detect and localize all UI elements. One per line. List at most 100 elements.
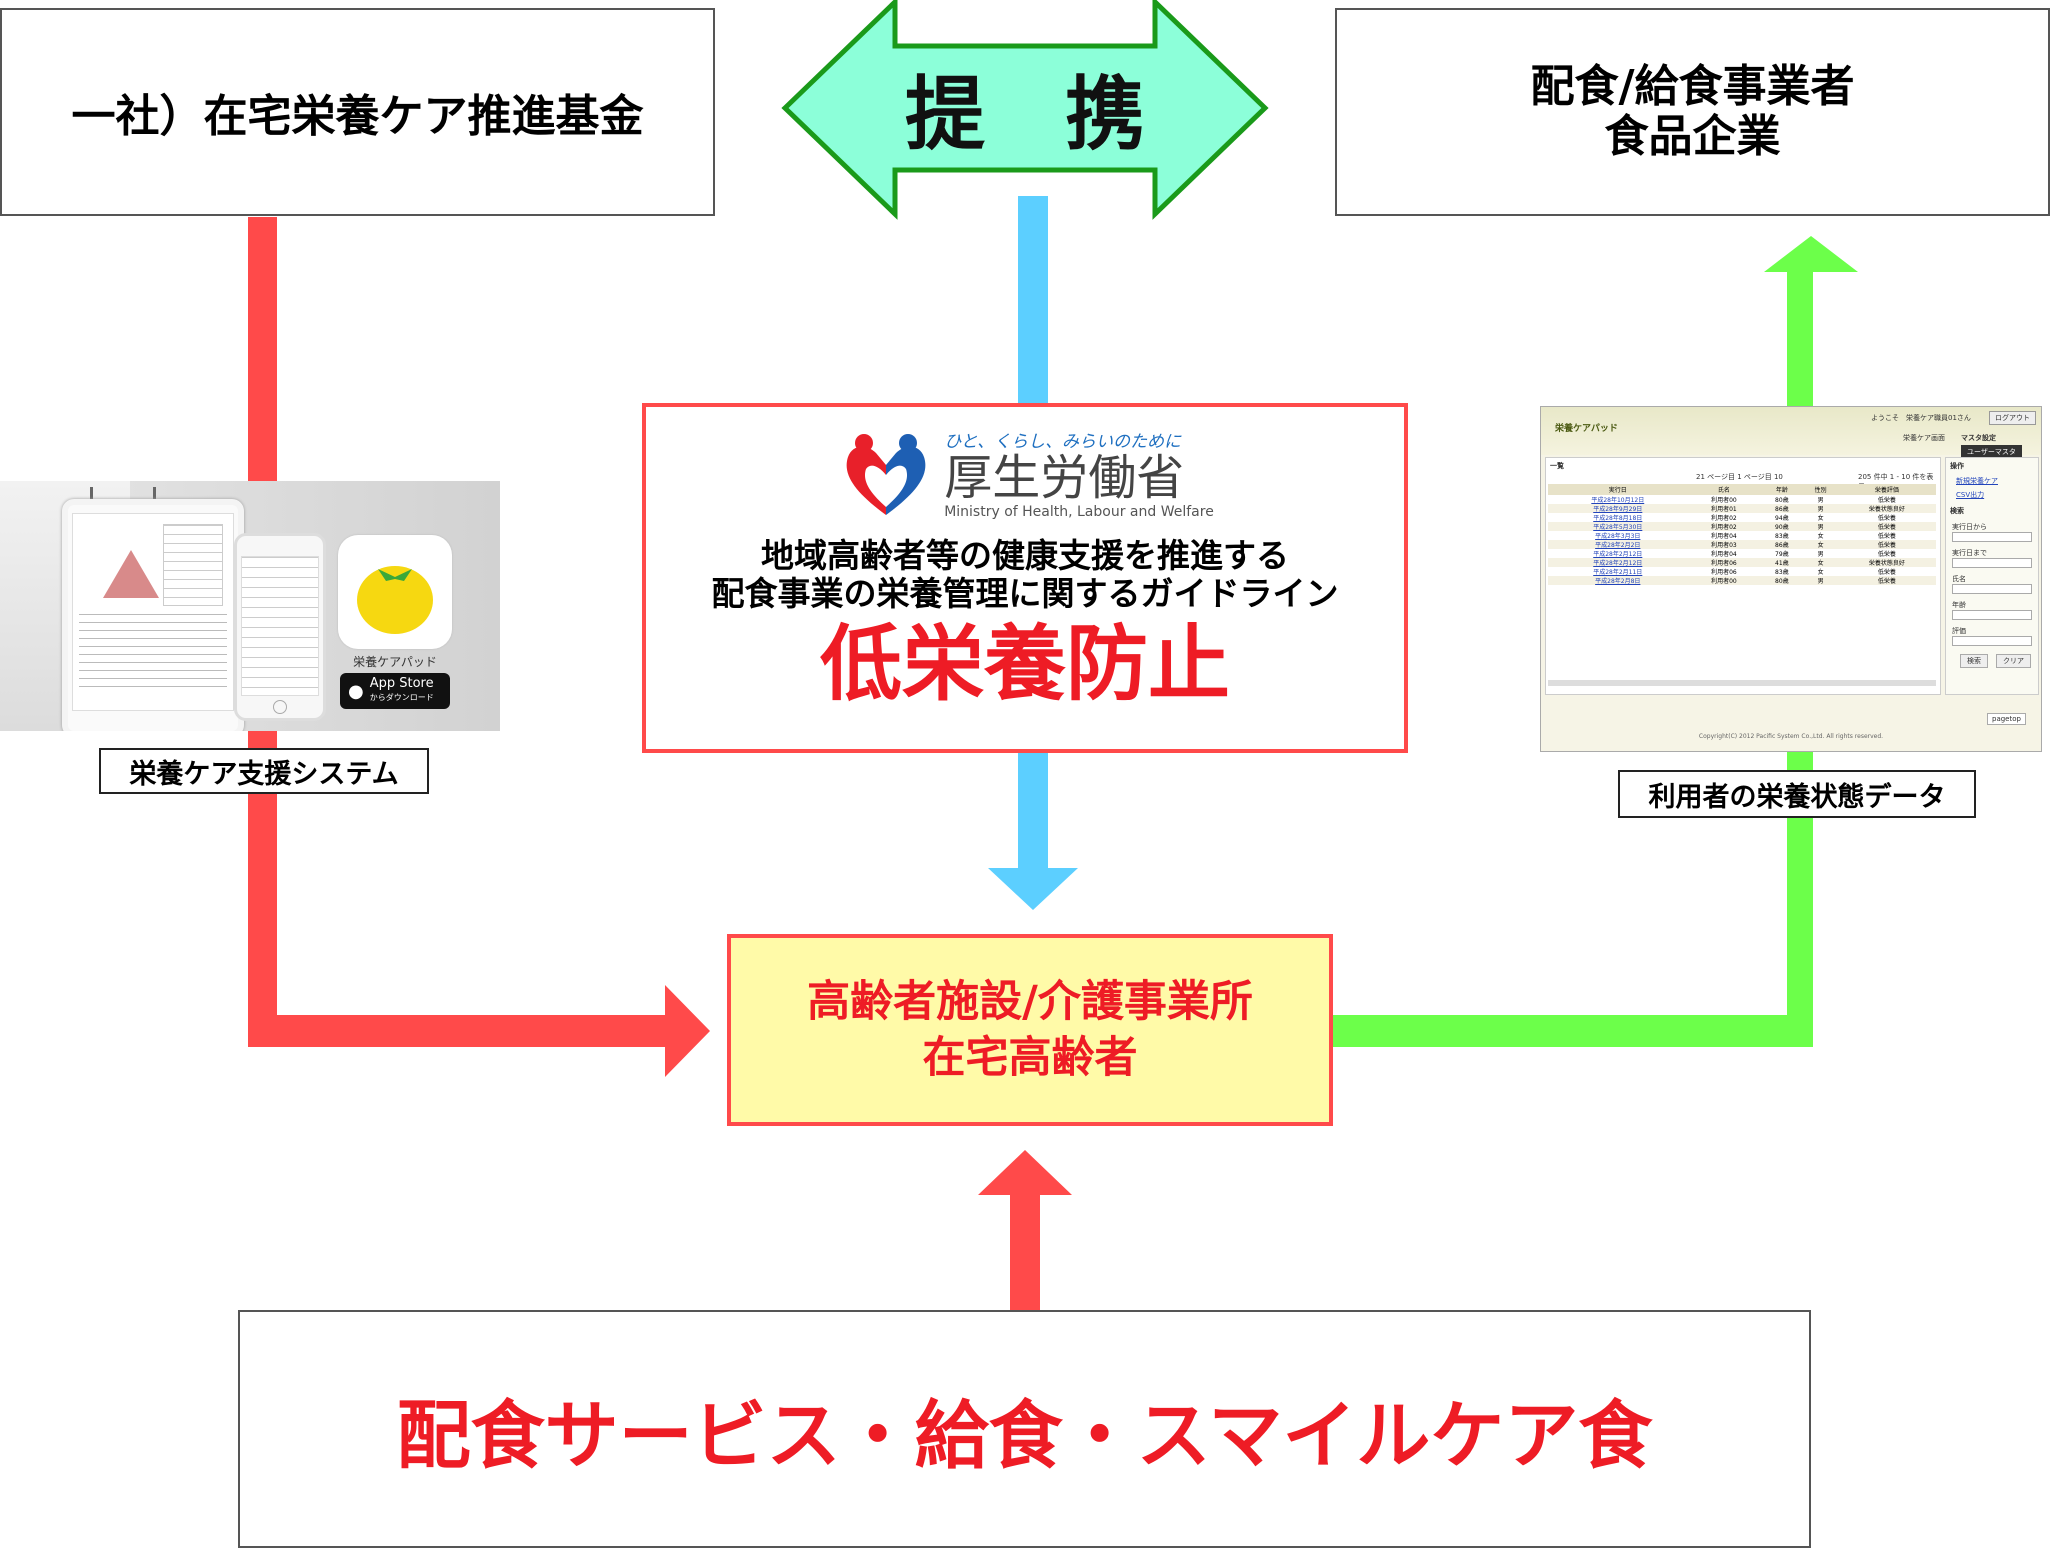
table-cell[interactable]: 平成28年2月2日 bbox=[1595, 542, 1641, 549]
web-field-label: 実行日まで bbox=[1952, 549, 1987, 557]
table-cell: 利用者02 bbox=[1711, 524, 1737, 531]
web-eval-select[interactable] bbox=[1952, 636, 2032, 646]
table-cell: 90歳 bbox=[1775, 524, 1789, 531]
mhlw-name-en: Ministry of Health, Labour and Welfare bbox=[944, 503, 1214, 520]
table-cell: 低栄養 bbox=[1877, 533, 1896, 540]
web-copyright: Copyright(C) 2012 Pacific System Co.,Ltd… bbox=[1698, 733, 1884, 740]
table-row[interactable]: 平成28年2月11日 利用者06 83歳 女 低栄養 bbox=[1548, 567, 1936, 576]
web-age-input[interactable] bbox=[1952, 610, 2032, 620]
table-cell: 86歳 bbox=[1775, 506, 1789, 513]
table-cell: 低栄養 bbox=[1877, 578, 1896, 585]
web-field-label: 年齢 bbox=[1952, 601, 1966, 609]
table-cell: 利用者00 bbox=[1711, 578, 1737, 585]
table-cell: 男 bbox=[1817, 497, 1824, 504]
meal-service-label: 配食サービス・給食・スマイルケア食 bbox=[396, 1392, 1653, 1479]
table-cell: 94歳 bbox=[1775, 515, 1789, 522]
web-scrollbar[interactable] bbox=[1548, 680, 1936, 686]
table-cell: 83歳 bbox=[1775, 533, 1789, 540]
mhlw-tagline: ひと、くらし、みらいのために bbox=[944, 431, 1181, 452]
table-cell[interactable]: 平成28年10月12日 bbox=[1591, 497, 1645, 504]
app-store-sublabel: からダウンロード bbox=[369, 693, 434, 702]
web-csv-link[interactable]: CSV出力 bbox=[1956, 491, 1985, 499]
table-cell[interactable]: 平成28年5月30日 bbox=[1593, 524, 1643, 531]
table-cell[interactable]: 平成28年2月12日 bbox=[1593, 551, 1643, 558]
table-cell: 利用者00 bbox=[1711, 497, 1737, 504]
table-cell: 女 bbox=[1817, 515, 1824, 522]
table-cell[interactable]: 平成28年2月12日 bbox=[1593, 560, 1643, 567]
tablet-text-lines bbox=[79, 614, 227, 694]
table-cell: 利用者03 bbox=[1711, 542, 1737, 549]
table-cell[interactable]: 平成28年3月3日 bbox=[1595, 533, 1641, 540]
web-header bbox=[1541, 407, 2041, 455]
table-cell: 女 bbox=[1817, 560, 1824, 567]
phone-home-button bbox=[273, 700, 287, 714]
table-cell[interactable]: 平成28年2月8日 bbox=[1595, 578, 1641, 585]
table-cell: 83歳 bbox=[1775, 569, 1789, 576]
table-cell: 栄養状態良好 bbox=[1868, 560, 1905, 567]
table-cell: 利用者06 bbox=[1711, 569, 1737, 576]
table-cell: 利用者02 bbox=[1711, 515, 1737, 522]
web-side-title: 操作 bbox=[1950, 462, 1964, 470]
web-logout-button[interactable]: ログアウト bbox=[1989, 411, 2036, 425]
care-facility-box: 高齢者施設/介護事業所 在宅高齢者 bbox=[727, 934, 1333, 1126]
col-header: 実行日 bbox=[1608, 487, 1627, 494]
table-cell: 利用者04 bbox=[1711, 551, 1737, 558]
food-business-line1: 配食/給食事業者 bbox=[1530, 61, 1855, 112]
table-cell: 80歳 bbox=[1775, 578, 1789, 585]
web-search-button[interactable]: 検索 bbox=[1960, 654, 1988, 668]
partnership-label: 提 携 bbox=[905, 68, 1145, 161]
mhlw-name-ja: 厚生労働省 bbox=[944, 449, 1185, 506]
table-cell: 男 bbox=[1817, 506, 1824, 513]
nutrition-data-caption: 利用者の栄養状態データ bbox=[1618, 770, 1976, 818]
nutrition-app-screenshot: 栄養ケアパッド ● App Store からダウンロード bbox=[0, 481, 500, 731]
table-cell: 低栄養 bbox=[1877, 542, 1896, 549]
web-tab-master[interactable]: マスタ設定 bbox=[1961, 434, 1996, 442]
table-cell: 79歳 bbox=[1775, 551, 1789, 558]
web-new-care-link[interactable]: 新規栄養ケア bbox=[1956, 477, 1998, 485]
table-cell: 男 bbox=[1817, 524, 1824, 531]
foundation-box: 一社）在宅栄養ケア推進基金 bbox=[0, 8, 715, 216]
web-user-master-button[interactable]: ユーザーマスタ bbox=[1961, 445, 2022, 459]
web-date-from-input[interactable] bbox=[1952, 532, 2032, 542]
blue-connector-arrow bbox=[988, 750, 1078, 910]
table-cell[interactable]: 平成28年8月18日 bbox=[1593, 515, 1643, 522]
table-cell: 低栄養 bbox=[1877, 569, 1896, 576]
web-clear-button[interactable]: クリア bbox=[1996, 654, 2031, 668]
food-business-box: 配食/給食事業者 食品企業 bbox=[1335, 8, 2050, 216]
phone-screen bbox=[241, 556, 319, 696]
web-pager[interactable]: 21 ページ目 1 ページ目 10 bbox=[1696, 473, 1783, 481]
table-cell: 利用者04 bbox=[1711, 533, 1737, 540]
table-cell: 男 bbox=[1817, 551, 1824, 558]
tablet-device bbox=[62, 499, 244, 731]
care-facility-line2: 在宅高齢者 bbox=[922, 1033, 1138, 1083]
app-icon[interactable] bbox=[338, 535, 452, 649]
web-name-input[interactable] bbox=[1952, 584, 2032, 594]
web-list-title: 一覧 bbox=[1550, 462, 1564, 470]
table-cell: 女 bbox=[1817, 569, 1824, 576]
green-connector-arrow bbox=[1330, 236, 1858, 1047]
meal-service-box: 配食サービス・給食・スマイルケア食 bbox=[238, 1310, 1811, 1548]
blue-connector-upper bbox=[1018, 196, 1048, 406]
table-cell[interactable]: 平成28年2月11日 bbox=[1593, 569, 1643, 576]
web-tab-care[interactable]: 栄養ケア画面 bbox=[1903, 434, 1945, 442]
web-field-label: 評価 bbox=[1952, 627, 1966, 635]
web-pagetop-button[interactable]: pagetop bbox=[1987, 713, 2026, 725]
table-cell: 利用者01 bbox=[1711, 506, 1737, 513]
col-header: 栄養評価 bbox=[1874, 487, 1899, 494]
web-date-to-input[interactable] bbox=[1952, 558, 2032, 568]
web-result-count: 205 件中 1 - 10 件を表示 bbox=[1858, 473, 1934, 491]
malnutrition-prevention-headline: 低栄養防止 bbox=[819, 617, 1230, 712]
app-store-badge[interactable]: ● App Store からダウンロード bbox=[340, 673, 450, 709]
table-cell[interactable]: 平成28年9月29日 bbox=[1593, 506, 1643, 513]
partnership-double-arrow bbox=[781, 0, 1269, 220]
